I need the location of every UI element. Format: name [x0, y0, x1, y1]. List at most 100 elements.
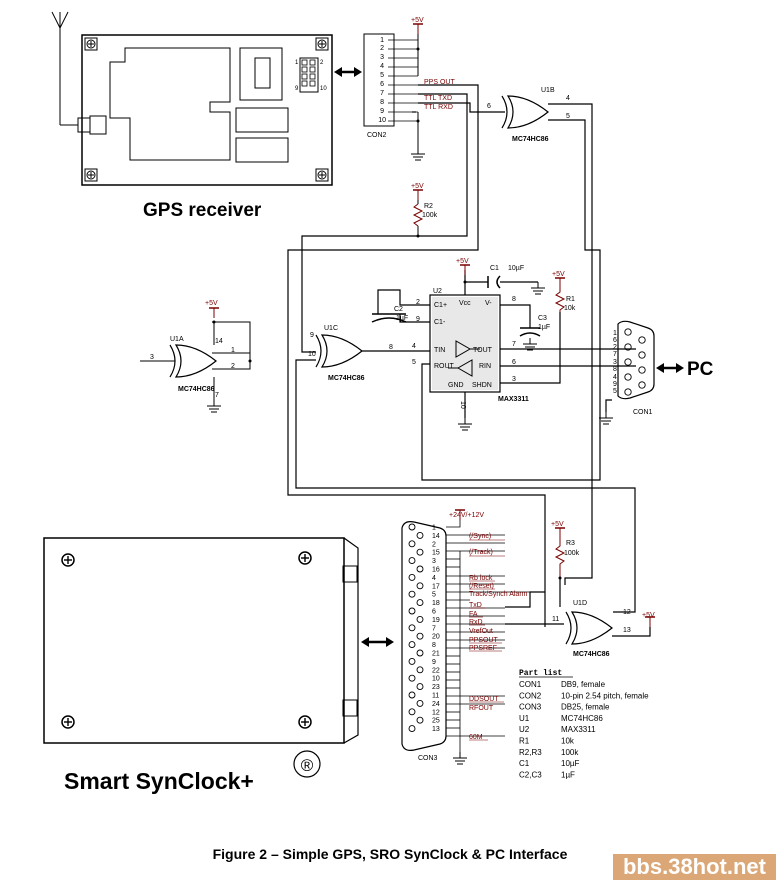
parts-list-description: DB9, female	[561, 680, 606, 689]
con3-label: CON3	[418, 755, 438, 762]
con2-vcc-label: +5V	[411, 17, 424, 24]
con1-pin: 9	[613, 381, 617, 388]
con3-pin-hole	[408, 523, 416, 531]
ttl-txd-label: TTL TXD	[424, 95, 452, 102]
con3-pin-hole	[408, 691, 416, 699]
con2-label: CON2	[367, 132, 387, 139]
u1a-part: MC74HC86	[178, 386, 215, 393]
con3-pin-hole	[416, 666, 424, 674]
parts-list-description: 10µF	[561, 759, 580, 768]
con1-pin: 4	[613, 374, 617, 381]
con3-pin: 3	[432, 558, 436, 565]
con3-signal: (/Track)	[469, 549, 493, 556]
u2-pin: 10	[459, 401, 466, 409]
c2-ref: C2	[394, 306, 403, 313]
con3-signal: (/Reset)	[469, 583, 494, 590]
u1a-ref: U1A	[170, 336, 184, 343]
u1b-pin: 6	[487, 103, 491, 110]
u2-pin: 3	[512, 376, 516, 383]
u1a-xor-gate: +5V U1A MC74HC86 3 14 1 2 7	[140, 300, 252, 413]
r2-ref: R2	[424, 203, 433, 210]
con3-signal: PPSREF	[469, 645, 497, 652]
con3-signal: RxD	[469, 619, 483, 626]
smart-synclock-device	[43, 537, 359, 744]
con1-pin: 8	[613, 366, 617, 373]
con3-pin-hole	[416, 531, 424, 539]
parts-list-ref: U2	[519, 725, 530, 734]
parts-list-description: 10-pin 2.54 pitch, female	[561, 691, 649, 700]
double-arrow-icon	[334, 67, 362, 77]
con3-signal: FA	[469, 611, 478, 618]
parts-list-ref: U1	[519, 714, 530, 723]
con2-pin: 10	[378, 117, 386, 124]
con2-pin: 6	[380, 81, 384, 88]
c3-value: 1µF	[538, 324, 550, 331]
u2-vcc-label: +5V	[456, 258, 469, 265]
header-pin-label: 1	[295, 60, 299, 66]
r1-vcc-label: +5V	[552, 271, 565, 278]
con3-pin: 1	[432, 525, 436, 532]
ttl-rxd-label: TTL RXD	[424, 104, 453, 111]
con3-pin: 5	[432, 592, 436, 599]
con3-signal: (/Sync)	[469, 533, 491, 540]
u2-pin: 7	[512, 341, 516, 348]
u2-pin: 5	[412, 359, 416, 366]
con2-pin: 9	[380, 108, 384, 115]
u2-pin-name: RIN	[479, 363, 491, 370]
pps-out-label: PPS OUT	[424, 79, 455, 86]
u2-pin-name: C1-	[434, 319, 446, 326]
con3-pin-hole	[416, 683, 424, 691]
con3-pin: 10	[432, 676, 440, 683]
con3-pin-hole	[408, 557, 416, 565]
synclock-title: Smart SynClock+	[64, 768, 254, 794]
con3-signal: Track/Synch Alarm	[469, 591, 528, 598]
con3-pin: 13	[432, 726, 440, 733]
header-pin-label: 2	[320, 60, 324, 66]
u2-pin-name: Vcc	[459, 300, 471, 307]
parts-list-description: 10k	[561, 737, 575, 746]
u1d-xor-gate: U1D MC74HC86 11 12 13	[552, 600, 631, 658]
c2-value: 1µF	[396, 315, 408, 322]
con3-pin: 7	[432, 625, 436, 632]
con2-pin: 3	[380, 54, 384, 61]
u1a-vcc-label: +5V	[205, 300, 218, 307]
con1-pin: 7	[613, 351, 617, 358]
con1-pin: 5	[613, 388, 617, 395]
con3-pin-hole	[408, 590, 416, 598]
u1b-ref: U1B	[541, 87, 555, 94]
u1c-pin: 9	[310, 332, 314, 339]
u1c-xor-gate: U1C MC74HC86 9 10 8	[308, 325, 393, 382]
c1-ref: C1	[490, 265, 499, 272]
con3-pin: 21	[432, 651, 440, 658]
con3-db25-connector: 1142153164175186197208219221023112412251…	[401, 521, 447, 762]
con1-label: CON1	[633, 409, 653, 416]
u2-pin: 2	[416, 299, 420, 306]
con3-pin: 25	[432, 718, 440, 725]
con3-pin-hole	[416, 548, 424, 556]
pc-label: PC	[687, 359, 714, 380]
con3-signal: DDSOUT	[469, 696, 499, 703]
r1-ref: R1	[566, 296, 575, 303]
con3-pin-hole	[416, 599, 424, 607]
u2-pin: 9	[416, 316, 420, 323]
con1-pin: 3	[613, 359, 617, 366]
con2-pin: 1	[380, 37, 384, 44]
con3-signal: VrefOut	[469, 628, 493, 635]
con3-pin-hole	[416, 716, 424, 724]
con2-connector: 1 2 3 4 5 6 7 8 9 10 CON2	[363, 33, 418, 139]
u1c-ref: U1C	[324, 325, 338, 332]
con2-pin: 5	[380, 72, 384, 79]
u2-pin: 6	[512, 359, 516, 366]
gps-receiver-title: GPS receiver	[143, 200, 262, 221]
figure-caption: Figure 2 – Simple GPS, SRO SynClock & PC…	[212, 846, 568, 862]
con3-pin: 8	[432, 642, 436, 649]
con3-pin-hole	[408, 607, 416, 615]
u1a-pin: 2	[231, 363, 235, 370]
u1a-pin: 3	[150, 354, 154, 361]
u2-pin-name: TIN	[434, 347, 445, 354]
watermark: bbs.38hot.net	[612, 854, 776, 880]
parts-list-ref: R2,R3	[519, 748, 542, 757]
u1b-pin: 5	[566, 113, 570, 120]
u2-pin-name: C1+	[434, 302, 447, 309]
